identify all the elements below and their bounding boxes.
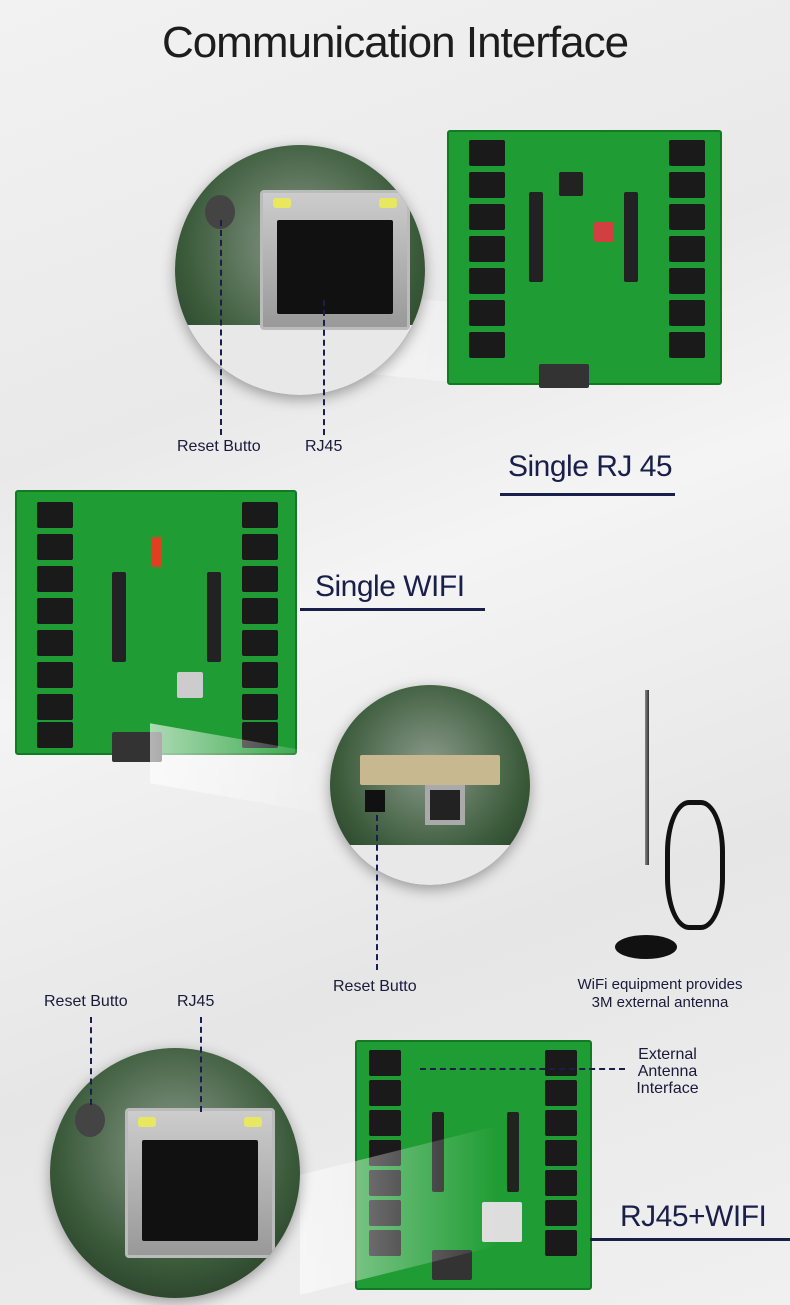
reset-pointer (220, 220, 222, 435)
antenna-note-line: WiFi equipment provides (577, 976, 743, 993)
reset-pointer (90, 1017, 92, 1105)
reset-button-label: Reset Butto (177, 438, 261, 455)
reset-button-label: Reset Butto (333, 978, 417, 995)
antenna-cable (665, 800, 725, 930)
relay-board-wifi (15, 490, 297, 762)
antenna-interface-label: External Antenna Interface (625, 1046, 710, 1097)
relay-board-rj45 (447, 130, 722, 388)
reset-button-label: Reset Butto (44, 993, 128, 1010)
page-title: Communication Interface (161, 18, 629, 67)
underline (590, 1238, 790, 1241)
underline (300, 608, 485, 611)
antenna-note-line: 3M external antenna (591, 994, 729, 1011)
wifi-module-closeup (330, 685, 530, 885)
antenna-base (615, 935, 677, 959)
label-line: Antenna (637, 1063, 698, 1080)
rj45-closeup (175, 145, 425, 395)
antenna-interface-pointer (420, 1068, 625, 1070)
rj45-pointer (323, 300, 325, 435)
label-line: Interface (636, 1080, 699, 1097)
antenna-icon (645, 690, 649, 865)
rj45-label: RJ45 (305, 438, 343, 455)
antenna-note: WiFi equipment provides 3M external ante… (560, 976, 760, 1012)
heading-single-wifi: Single WIFI (315, 570, 465, 603)
rj45-closeup (50, 1048, 300, 1298)
rj45-label: RJ45 (177, 993, 215, 1010)
underline (500, 493, 675, 496)
reset-pointer (376, 815, 378, 970)
rj45-pointer (200, 1017, 202, 1112)
label-line: External (638, 1046, 697, 1063)
heading-rj45-wifi: RJ45+WIFI (620, 1200, 767, 1233)
heading-single-rj45: Single RJ 45 (508, 450, 673, 483)
